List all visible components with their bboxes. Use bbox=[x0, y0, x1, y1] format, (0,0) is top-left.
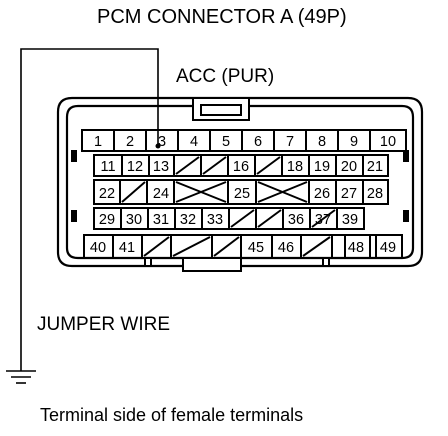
terminal-37: 37 bbox=[315, 212, 331, 228]
jumper-contact-point bbox=[155, 143, 161, 149]
terminal-row-1: 1 2 3 4 5 6 7 8 9 10 bbox=[81, 129, 407, 152]
terminal-24: 24 bbox=[153, 186, 169, 202]
terminal-7: 7 bbox=[286, 134, 294, 150]
terminal-19: 19 bbox=[314, 159, 330, 175]
terminal-row-3: 22 24 25 26 27 28 bbox=[93, 179, 389, 205]
terminal-32: 32 bbox=[180, 212, 196, 228]
terminal-36: 36 bbox=[288, 212, 304, 228]
terminal-28: 28 bbox=[367, 186, 383, 202]
terminal-45: 45 bbox=[248, 240, 264, 256]
connector-side-keys bbox=[71, 150, 409, 222]
terminal-39: 39 bbox=[342, 212, 358, 228]
terminal-22: 22 bbox=[99, 186, 115, 202]
terminal-20: 20 bbox=[341, 159, 357, 175]
terminal-11: 11 bbox=[100, 159, 115, 175]
connector-bottom-tabs bbox=[144, 257, 330, 267]
terminal-46: 46 bbox=[278, 240, 294, 256]
jumper-wire-label: JUMPER WIRE bbox=[37, 314, 170, 335]
terminal-27: 27 bbox=[341, 186, 357, 202]
terminal-31: 31 bbox=[153, 212, 169, 228]
terminal-29: 29 bbox=[99, 212, 115, 228]
terminal-1: 1 bbox=[94, 134, 102, 150]
terminal-4: 4 bbox=[190, 134, 198, 150]
terminal-41: 41 bbox=[119, 240, 135, 256]
terminal-40: 40 bbox=[90, 240, 106, 256]
terminal-18: 18 bbox=[287, 159, 303, 175]
terminal-row-2: 11 12 13 16 18 19 20 21 bbox=[93, 154, 389, 177]
terminal-9: 9 bbox=[350, 134, 358, 150]
terminal-row-5: 40 41 45 46 48 49 bbox=[83, 234, 403, 259]
acc-label: ACC (PUR) bbox=[176, 66, 274, 87]
terminal-3: 3 bbox=[158, 134, 166, 150]
terminal-25: 25 bbox=[234, 186, 250, 202]
terminal-48: 48 bbox=[348, 240, 364, 256]
terminal-13: 13 bbox=[153, 159, 169, 175]
terminal-26: 26 bbox=[314, 186, 330, 202]
terminal-33: 33 bbox=[207, 212, 223, 228]
terminal-10: 10 bbox=[380, 134, 396, 150]
terminal-row-4: 29 30 31 32 33 36 37 39 bbox=[93, 207, 365, 230]
terminal-6: 6 bbox=[254, 134, 262, 150]
terminal-16: 16 bbox=[233, 159, 249, 175]
terminal-12: 12 bbox=[127, 159, 143, 175]
ground-symbol-icon bbox=[6, 370, 36, 384]
diagram-title: PCM CONNECTOR A (49P) bbox=[97, 6, 347, 28]
terminal-8: 8 bbox=[318, 134, 326, 150]
jumper-wire bbox=[20, 48, 159, 371]
terminal-2: 2 bbox=[126, 134, 134, 150]
terminal-21: 21 bbox=[367, 159, 383, 175]
terminal-49: 49 bbox=[380, 240, 396, 256]
terminal-30: 30 bbox=[126, 212, 142, 228]
terminal-5: 5 bbox=[222, 134, 230, 150]
terminal-side-caption: Terminal side of female terminals bbox=[40, 405, 303, 425]
connector-latch-bottom bbox=[182, 257, 242, 272]
connector-latch-top bbox=[192, 97, 250, 121]
